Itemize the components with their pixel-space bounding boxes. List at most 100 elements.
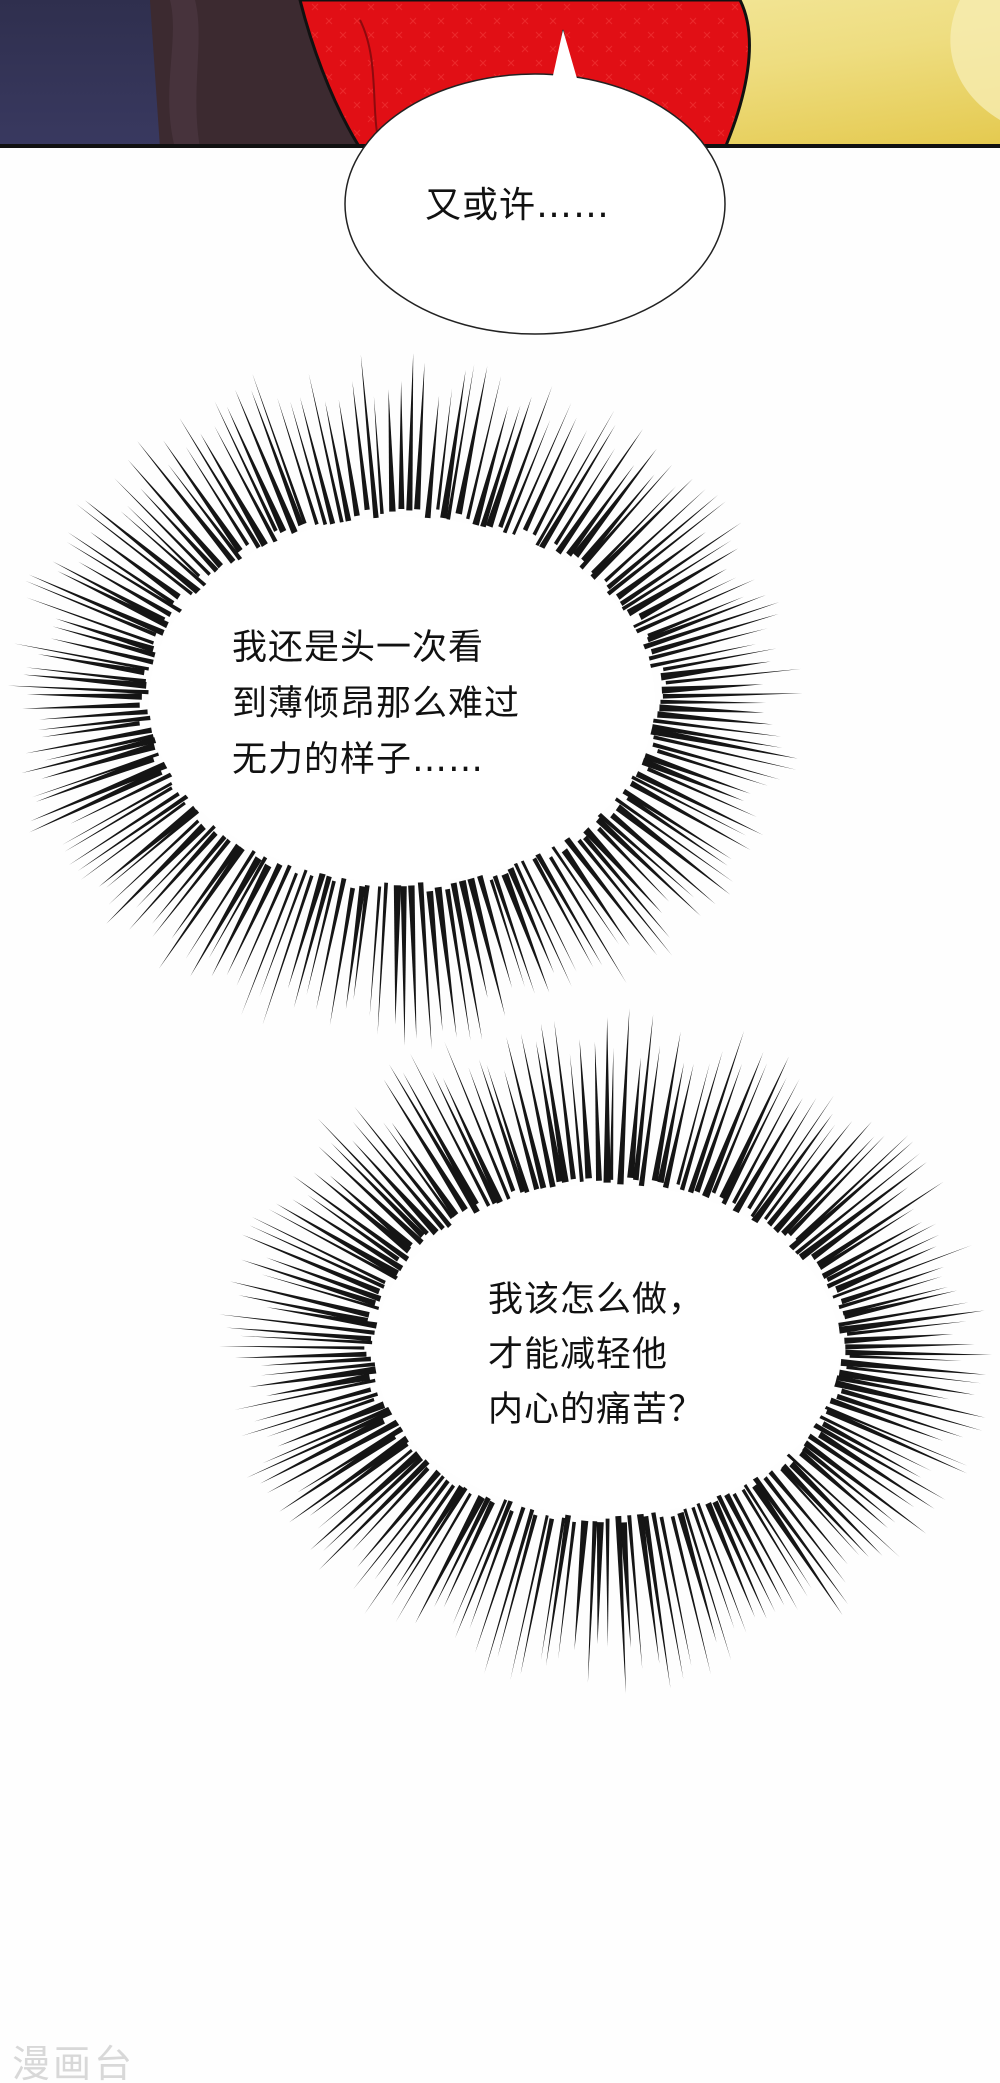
burst-line: [21, 736, 157, 774]
burst-line: [662, 648, 777, 672]
burst-line: [22, 702, 140, 709]
burst-line: [633, 579, 756, 635]
burst-line: [345, 885, 366, 1010]
burst-line: [25, 667, 147, 684]
burst-line: [246, 1409, 394, 1478]
burst-line: [631, 775, 747, 836]
burst-line: [211, 863, 272, 977]
burst-line: [252, 373, 307, 525]
burst-line: [261, 1274, 380, 1311]
burst-line: [70, 771, 174, 824]
burst-line: [641, 758, 745, 802]
burst-line: [98, 805, 198, 888]
burst-line: [606, 494, 719, 590]
burst-line: [44, 734, 154, 761]
burst-line: [579, 464, 673, 570]
burst-line: [290, 401, 328, 526]
burst-line: [167, 464, 244, 563]
burst-line: [452, 1499, 508, 1625]
burst-line: [817, 1414, 932, 1472]
burst-line: [434, 886, 457, 1038]
burst-line: [651, 1031, 681, 1182]
burst-line: [388, 389, 396, 512]
burst-line: [279, 1432, 397, 1512]
burst-line: [694, 1063, 742, 1193]
burst-line: [28, 574, 165, 636]
burst-line: [400, 886, 407, 1046]
burst-line: [842, 1286, 949, 1316]
burst-line: [330, 1142, 425, 1239]
burst-line: [581, 474, 655, 563]
burst-line: [520, 860, 577, 972]
burst-line: [626, 548, 739, 617]
burst-line: [587, 1521, 598, 1683]
burst-line: [534, 851, 603, 966]
burst-line: [795, 1135, 909, 1243]
burst-line: [374, 1479, 450, 1580]
burst-line: [609, 1047, 614, 1180]
burst-line: [373, 396, 384, 515]
burst-line: [596, 811, 695, 898]
burst-line: [120, 511, 208, 589]
burst-line: [62, 782, 173, 845]
burst-line: [313, 1172, 412, 1254]
burst-line: [323, 1456, 424, 1552]
burst-line: [356, 1469, 441, 1568]
burst-line: [603, 1017, 611, 1183]
burst-line: [310, 1451, 421, 1550]
burst-line: [840, 1266, 944, 1305]
burst-line: [773, 1121, 872, 1234]
burst-line: [615, 804, 731, 895]
watermark-logo: 漫画台: [12, 2042, 136, 2083]
burst-line: [605, 1518, 610, 1647]
burst-line: [647, 766, 757, 818]
thought-bubble-interior: [149, 517, 655, 883]
burst-line: [78, 561, 172, 617]
burst-line: [803, 1440, 927, 1534]
burst-line: [812, 1422, 946, 1501]
burst-line: [64, 786, 173, 852]
burst-line: [716, 1493, 776, 1613]
burst-lines: [7, 353, 803, 1050]
burst-line: [235, 389, 298, 534]
burst-line: [241, 872, 298, 1015]
burst-line: [638, 568, 727, 620]
burst-line: [234, 1378, 376, 1410]
burst-lines: [219, 1008, 992, 1694]
burst-line: [626, 795, 728, 866]
burst-line: [802, 1446, 896, 1523]
burst-line: [369, 886, 382, 1016]
burst-line: [555, 429, 643, 555]
burst-line: [622, 788, 732, 860]
burst-line: [843, 1290, 958, 1320]
burst-line: [840, 1388, 983, 1431]
burst-line: [52, 626, 156, 658]
burst-line: [248, 1366, 378, 1388]
burst-line: [352, 1140, 439, 1236]
burst-line: [108, 819, 200, 905]
burst-line: [849, 1354, 962, 1361]
burst-line: [469, 1510, 514, 1629]
burst-line: [661, 684, 764, 694]
burst-line: [57, 571, 169, 629]
burst-line: [643, 753, 751, 794]
burst-line: [821, 1221, 923, 1280]
burst-line: [382, 1122, 454, 1220]
burst-line: [676, 1063, 710, 1186]
burst-line: [353, 884, 370, 1001]
burst-line: [545, 1514, 571, 1666]
burst-line: [579, 1039, 592, 1179]
burst-line: [591, 486, 677, 575]
burst-line: [610, 812, 716, 905]
burst-line: [50, 638, 154, 665]
burst-line: [554, 1020, 576, 1180]
burst-line: [721, 1077, 787, 1206]
burst-line: [822, 1405, 968, 1466]
thought-bubble-1-text: 我还是头一次看 到薄倾昂那么难过 无力的样子……: [232, 628, 521, 780]
burst-line: [242, 1234, 381, 1295]
burst-line: [292, 1199, 404, 1272]
burst-line: [259, 869, 308, 997]
burst-line: [590, 478, 693, 580]
burst-line: [391, 1122, 459, 1218]
